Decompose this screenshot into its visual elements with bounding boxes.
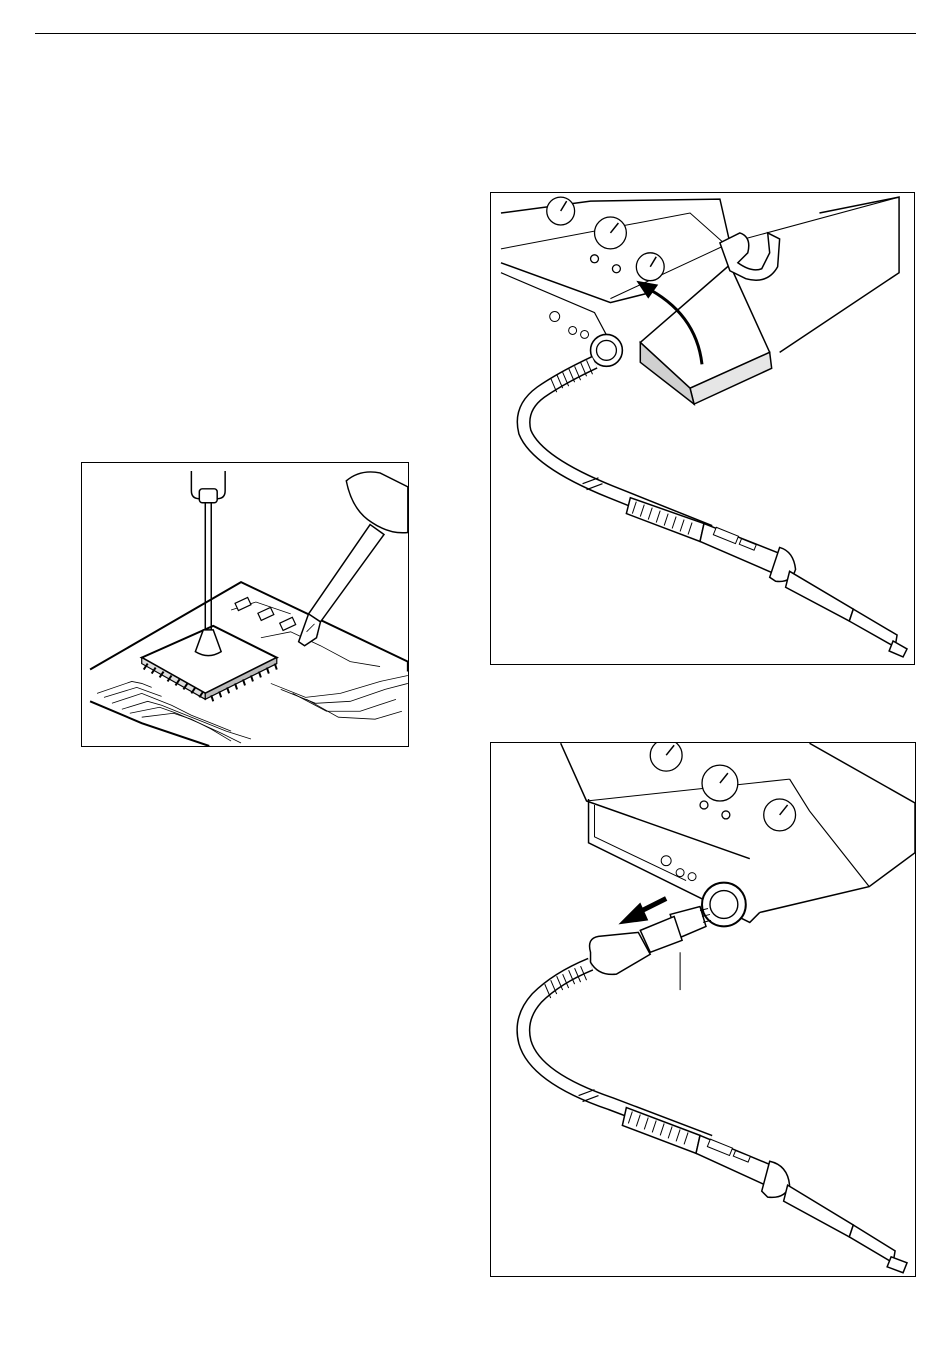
iron-holder-figure [490, 192, 915, 665]
iron-connector-illustration [491, 743, 915, 1276]
pcb-desoldering-figure [81, 462, 409, 747]
iron-holder-illustration [491, 193, 914, 664]
header-rule [35, 33, 916, 34]
iron-connector-figure [490, 742, 916, 1277]
pcb-desoldering-illustration [82, 463, 408, 746]
